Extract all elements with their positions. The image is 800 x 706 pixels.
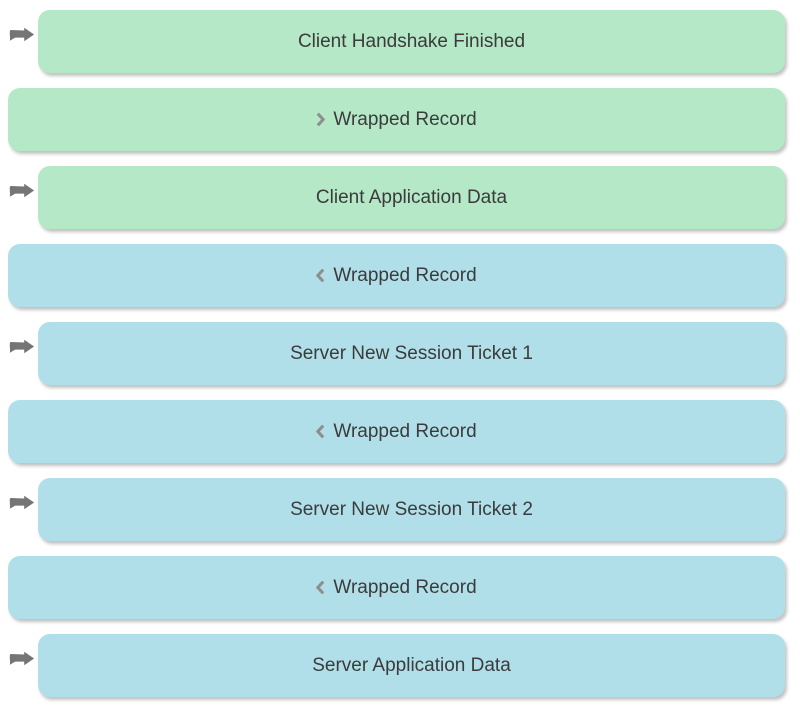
send-arrow-icon <box>9 183 35 198</box>
message-row: Server New Session Ticket 1 <box>8 322 785 385</box>
chevron-left-icon <box>316 579 325 596</box>
message-box-client-handshake-finished[interactable]: Client Handshake Finished <box>38 10 785 73</box>
message-box-server-new-session-ticket-1[interactable]: Server New Session Ticket 1 <box>38 322 785 385</box>
chevron-left-icon <box>316 423 325 440</box>
record-row: Wrapped Record <box>8 88 785 151</box>
record-box-wrapped-record[interactable]: Wrapped Record <box>8 244 785 307</box>
message-label: Server New Session Ticket 1 <box>290 342 533 364</box>
record-label: Wrapped Record <box>333 420 477 442</box>
message-row: Server Application Data <box>8 634 785 697</box>
message-box-server-application-data[interactable]: Server Application Data <box>38 634 785 697</box>
send-arrow-icon <box>9 651 35 666</box>
record-row: Wrapped Record <box>8 556 785 619</box>
message-row: Client Application Data <box>8 166 785 229</box>
record-box-wrapped-record[interactable]: Wrapped Record <box>8 88 785 151</box>
chevron-left-icon <box>316 267 325 284</box>
message-label: Client Handshake Finished <box>297 30 526 52</box>
record-label: Wrapped Record <box>333 264 477 286</box>
message-label: Server New Session Ticket 2 <box>290 498 533 520</box>
record-label: Wrapped Record <box>333 576 477 598</box>
message-box-client-application-data[interactable]: Client Application Data <box>38 166 785 229</box>
record-box-wrapped-record[interactable]: Wrapped Record <box>8 556 785 619</box>
record-row: Wrapped Record <box>8 400 785 463</box>
record-row: Wrapped Record <box>8 244 785 307</box>
send-arrow-icon <box>9 27 35 42</box>
record-box-wrapped-record[interactable]: Wrapped Record <box>8 400 785 463</box>
message-box-server-new-session-ticket-2[interactable]: Server New Session Ticket 2 <box>38 478 785 541</box>
send-arrow-icon <box>9 339 35 354</box>
message-label: Client Application Data <box>315 186 508 208</box>
chevron-right-icon <box>316 111 326 128</box>
message-label: Server Application Data <box>312 654 511 676</box>
message-row: Client Handshake Finished <box>8 10 785 73</box>
record-label: Wrapped Record <box>333 108 477 130</box>
send-arrow-icon <box>9 495 35 510</box>
message-row: Server New Session Ticket 2 <box>8 478 785 541</box>
